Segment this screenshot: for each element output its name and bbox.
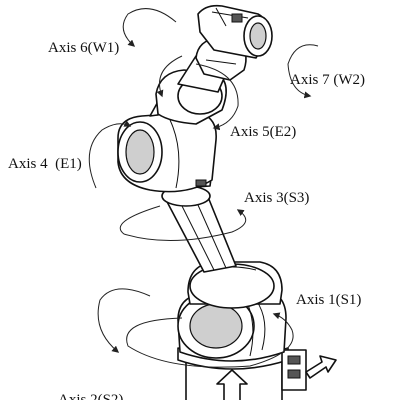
base-up-arrow-icon [216,369,248,400]
elbow-joint-e1 [117,111,217,193]
axis-3-label: Axis 3(S3) [244,190,309,206]
shoulder-joint-s2 [187,261,283,309]
axis-1-rotation-arrow [126,312,294,368]
upper-arm-link [161,185,237,273]
axis-7-rotation-arrow [287,44,319,99]
axis-7-label: Axis 7 (W2) [290,72,365,88]
axis-6-lower-arc [156,55,183,98]
axis-2-label: Axis 2(S2) [58,392,123,400]
connector-arrow-icon [305,355,337,379]
axis-5-label: Axis 5(E2) [230,124,296,140]
shoulder-joint-s1 [177,289,287,362]
axis-1-label: Axis 1(S1) [296,292,361,308]
axis-4-label: Axis 4 (E1) [8,156,82,172]
axis-6-label: Axis 6(W1) [48,40,119,56]
wrist-joint-w2 [197,4,273,59]
axis-3-rotation-arrow [119,205,247,242]
axis-6-rotation-arrow [122,8,177,47]
axis-5-rotation-arrow [195,63,239,131]
axis-2-rotation-arrow [97,288,151,353]
axis-4-rotation-arrow [88,120,132,189]
